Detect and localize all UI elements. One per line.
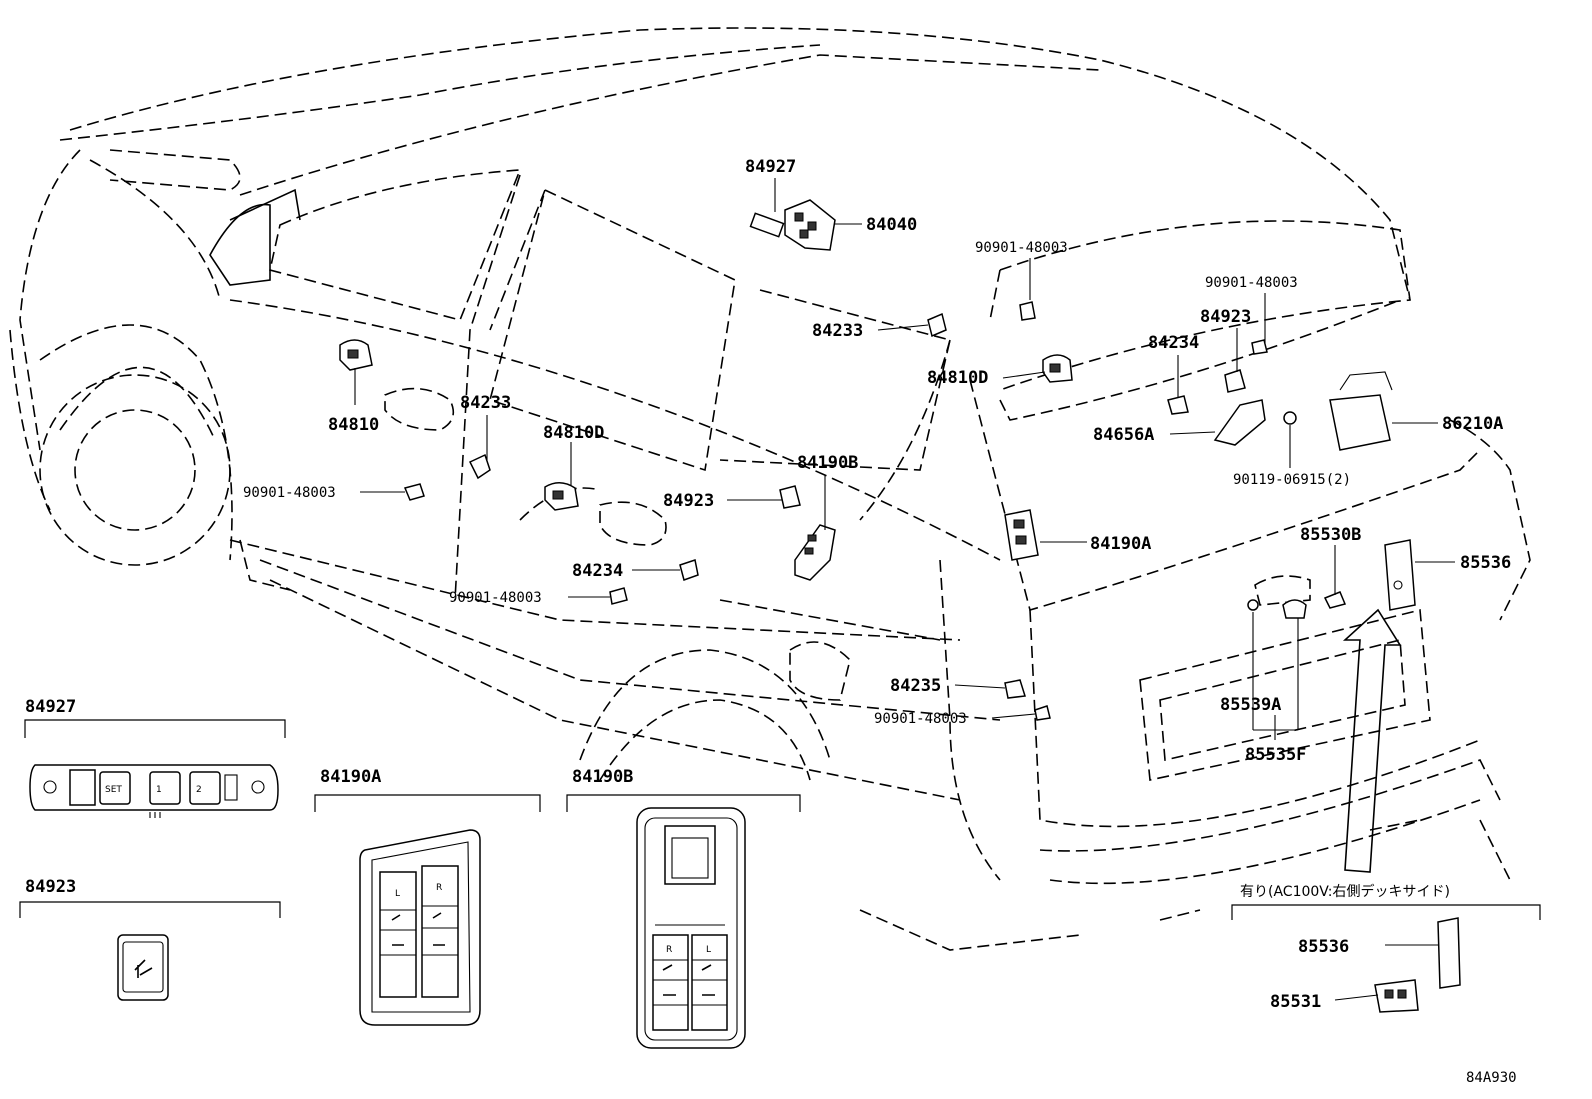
detail-label-84190B: 84190B [572,767,633,787]
label-84233-mid: 84233 [460,393,511,413]
part-shapes [339,199,1461,1013]
label-90901-top: 90901-48003 [975,240,1068,256]
label-84040: 84040 [866,215,917,235]
label-90901-low: 90901-48003 [449,590,542,606]
vehicle-outline [9,27,1531,951]
detail-ac100v: 有り(AC100V:右側デッキサイド) 85536 85531 [1231,883,1541,1012]
detail-84190B: 84190B R L [566,767,801,1049]
label-84927: 84927 [745,157,796,177]
label-84190A: 84190A [1090,534,1151,554]
detail-label-84927: 84927 [25,697,76,717]
diagram-code: 84A930 [1466,1070,1517,1086]
part-84190B-shape [794,524,836,581]
label-86210A: 86210A [1442,414,1503,434]
label-85536: 85536 [1460,553,1511,573]
label-84810D-mid: 84810D [543,423,604,443]
detail-label-84923: 84923 [25,877,76,897]
part-85531-shape [1374,979,1419,1013]
label-85539A: 85539A [1220,695,1281,715]
label-84234-right: 84234 [1148,333,1199,353]
label-90119: 90119-06915(2) [1233,472,1351,488]
detail-84190A: 84190A L R [314,767,541,1026]
label-85535F: 85535F [1245,745,1306,765]
left-label-b: L [706,945,711,955]
label-84190B: 84190B [797,453,858,473]
seat-switch-panel-b: R L [636,807,746,1049]
right-label-a: R [436,883,442,893]
label-85530B: 85530B [1300,525,1361,545]
label-84656A: 84656A [1093,425,1154,445]
detail-label-85536: 85536 [1298,937,1349,957]
arrow-85536 [1342,608,1402,873]
label-84235: 84235 [890,676,941,696]
part-85536-shape [1384,539,1416,611]
detail-jp-note: 有り(AC100V:右側デッキサイド) [1240,883,1450,900]
leader-lines [354,178,1455,1001]
label-90901-left: 90901-48003 [243,485,336,501]
label-84233-top: 84233 [812,321,863,341]
part-86210A-shape [1329,371,1393,451]
label-90901-bottom: 90901-48003 [874,711,967,727]
right-label-b: R [666,945,672,955]
seat-heater-switch [117,934,169,1001]
label-84923-mid: 84923 [663,491,714,511]
label-84810D-right: 84810D [927,368,988,388]
label-84810: 84810 [328,415,379,435]
label-84923-right: 84923 [1200,307,1251,327]
part-84190A-shape [1004,509,1039,561]
memory-2-label: 2 [196,785,202,795]
label-84234-mid: 84234 [572,561,623,581]
set-button-label: SET [105,785,122,795]
left-label-a: L [395,889,400,899]
label-90901-right: 90901-48003 [1205,275,1298,291]
memory-1-label: 1 [156,785,162,795]
detail-label-85531: 85531 [1270,992,1321,1012]
detail-84927: 84927 SET 1 2 [24,697,286,818]
part-84040-shape [784,199,836,251]
callout-labels: 84927 84040 90901-48003 84233 84810 8423… [243,157,1511,765]
detail-label-84190A: 84190A [320,767,381,787]
seat-switch-panel-a: L R [359,829,481,1026]
detail-84923: 84923 [19,877,281,1001]
seat-memory-switch: SET 1 2 [29,764,279,818]
